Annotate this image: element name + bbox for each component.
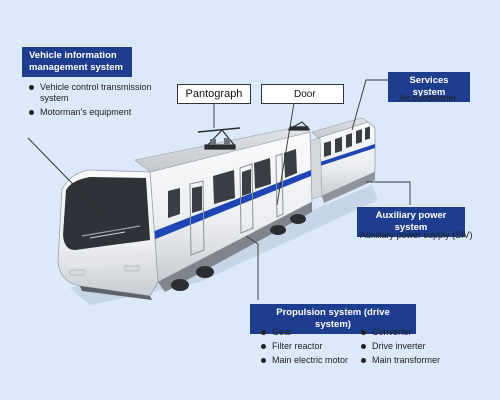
auxiliary-item-siv: Auxiliary power supply (SIV): [360, 230, 473, 240]
windshield: [63, 177, 150, 250]
propulsion-title: Propulsion system (drive system): [250, 304, 416, 334]
propulsion-list-left: Gear Filter reactor Main electric motor: [260, 327, 360, 369]
propulsion-item-drive-inverter: Drive inverter: [360, 341, 470, 352]
vims-list: Vehicle control transmission system Moto…: [28, 82, 153, 121]
front-car-stripe: [152, 170, 311, 240]
propulsion-item-main-transformer: Main transformer: [360, 355, 470, 366]
propulsion-item-main-motor: Main electric motor: [260, 355, 360, 366]
front-car-windows: [168, 149, 297, 218]
pantograph-label: Pantograph: [177, 84, 251, 104]
leader-lines: [27, 79, 411, 300]
vims-title: Vehicle information management system: [22, 47, 132, 77]
services-item-ac: Air conditioner: [399, 93, 457, 103]
front-cab: [57, 169, 159, 300]
front-car-doors: [189, 153, 284, 256]
pantograph-device: [197, 121, 311, 150]
rear-car: [311, 117, 376, 203]
vims-item-motorman: Motorman's equipment: [28, 107, 153, 118]
vims-item-control: Vehicle control transmission system: [28, 82, 153, 104]
rear-car-stripe: [320, 144, 375, 166]
leader-services: [351, 79, 388, 131]
propulsion-item-converter: Converter: [360, 327, 470, 338]
propulsion-item-filter-reactor: Filter reactor: [260, 341, 360, 352]
front-car: [134, 125, 313, 292]
door-label: Door: [261, 84, 344, 104]
leader-propulsion: [245, 235, 259, 300]
auxiliary-title: Auxiliary power system: [357, 207, 465, 237]
bogies: [171, 214, 306, 291]
leader-auxiliary: [366, 181, 411, 205]
services-title: Services system: [388, 72, 470, 102]
leader-door: [276, 102, 295, 206]
propulsion-list-right: Converter Drive inverter Main transforme…: [360, 327, 470, 369]
propulsion-item-gear: Gear: [260, 327, 360, 338]
leader-vims: [27, 137, 101, 213]
